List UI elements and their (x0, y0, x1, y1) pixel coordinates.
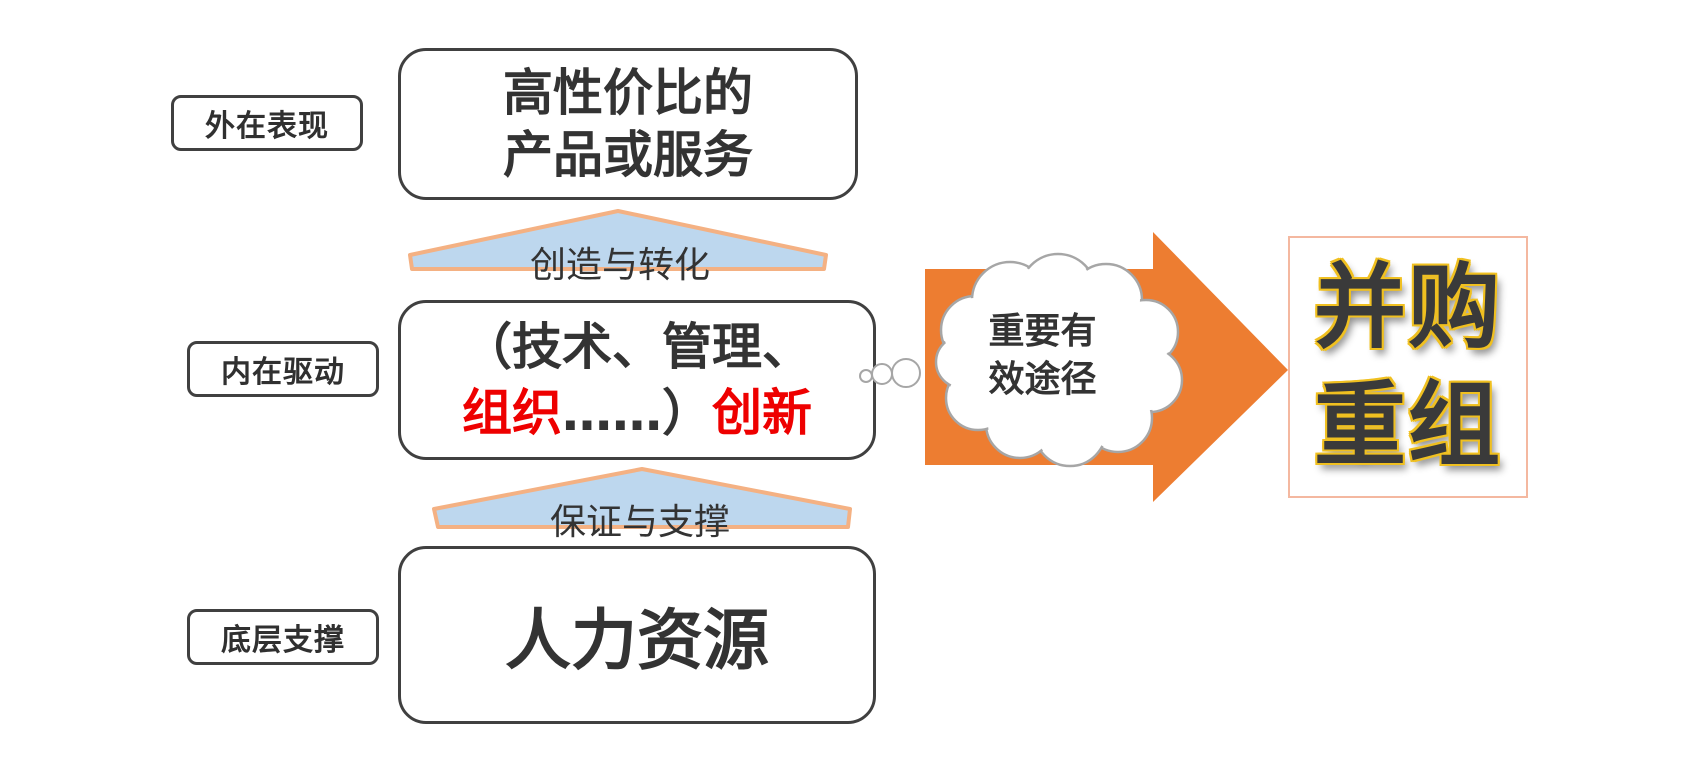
create-transform-roof-shape (408, 209, 828, 271)
product-line-1: 高性价比的 (503, 64, 753, 122)
create-transform-label: 创造与转化 (500, 236, 740, 288)
hr-text: 人力资源 (505, 602, 769, 679)
label-base-text: 底层支撑 (221, 623, 345, 658)
innovation-box: （技术、管理、 组织……）创新 (398, 300, 876, 460)
label-inner-text: 内在驱动 (221, 355, 345, 390)
guarantee-support-roof (432, 467, 852, 529)
result-box: 并购 重组 (1288, 236, 1528, 498)
label-base-support: 底层支撑 (187, 609, 379, 665)
innovation-keyword: 创新 (712, 384, 812, 442)
label-inner-driver: 内在驱动 (187, 341, 379, 397)
innovation-ellipsis: ……） (562, 384, 712, 442)
thought-bubble-small (859, 369, 873, 383)
hr-box: 人力资源 (398, 546, 876, 724)
create-transform-roof (408, 209, 828, 271)
thought-bubble-medium (871, 363, 893, 385)
guarantee-support-roof-shape (432, 467, 852, 529)
guarantee-support-text: 保证与支撑 (549, 502, 730, 543)
label-outer-text: 外在表现 (205, 109, 329, 144)
thought-cloud-fill (938, 256, 1180, 464)
innovation-organization: 组织 (462, 384, 562, 442)
thought-bubble-large (891, 358, 921, 388)
guarantee-support-label: 保证与支撑 (520, 493, 760, 545)
cloud-text: 重要有 效途径 (955, 308, 1130, 404)
cloud-line-1: 重要有 (988, 311, 1097, 352)
label-outer-expression: 外在表现 (171, 95, 363, 151)
create-transform-text: 创造与转化 (529, 245, 710, 286)
result-line-2: 重组 (1313, 372, 1502, 479)
cloud-line-2: 效途径 (988, 359, 1097, 400)
result-line-1: 并购 (1313, 254, 1502, 361)
product-box: 高性价比的 产品或服务 (398, 48, 858, 200)
innovation-line-1: （技术、管理、 (462, 318, 812, 376)
innovation-line-2: 组织……）创新 (462, 380, 812, 446)
product-line-2: 产品或服务 (503, 126, 753, 184)
